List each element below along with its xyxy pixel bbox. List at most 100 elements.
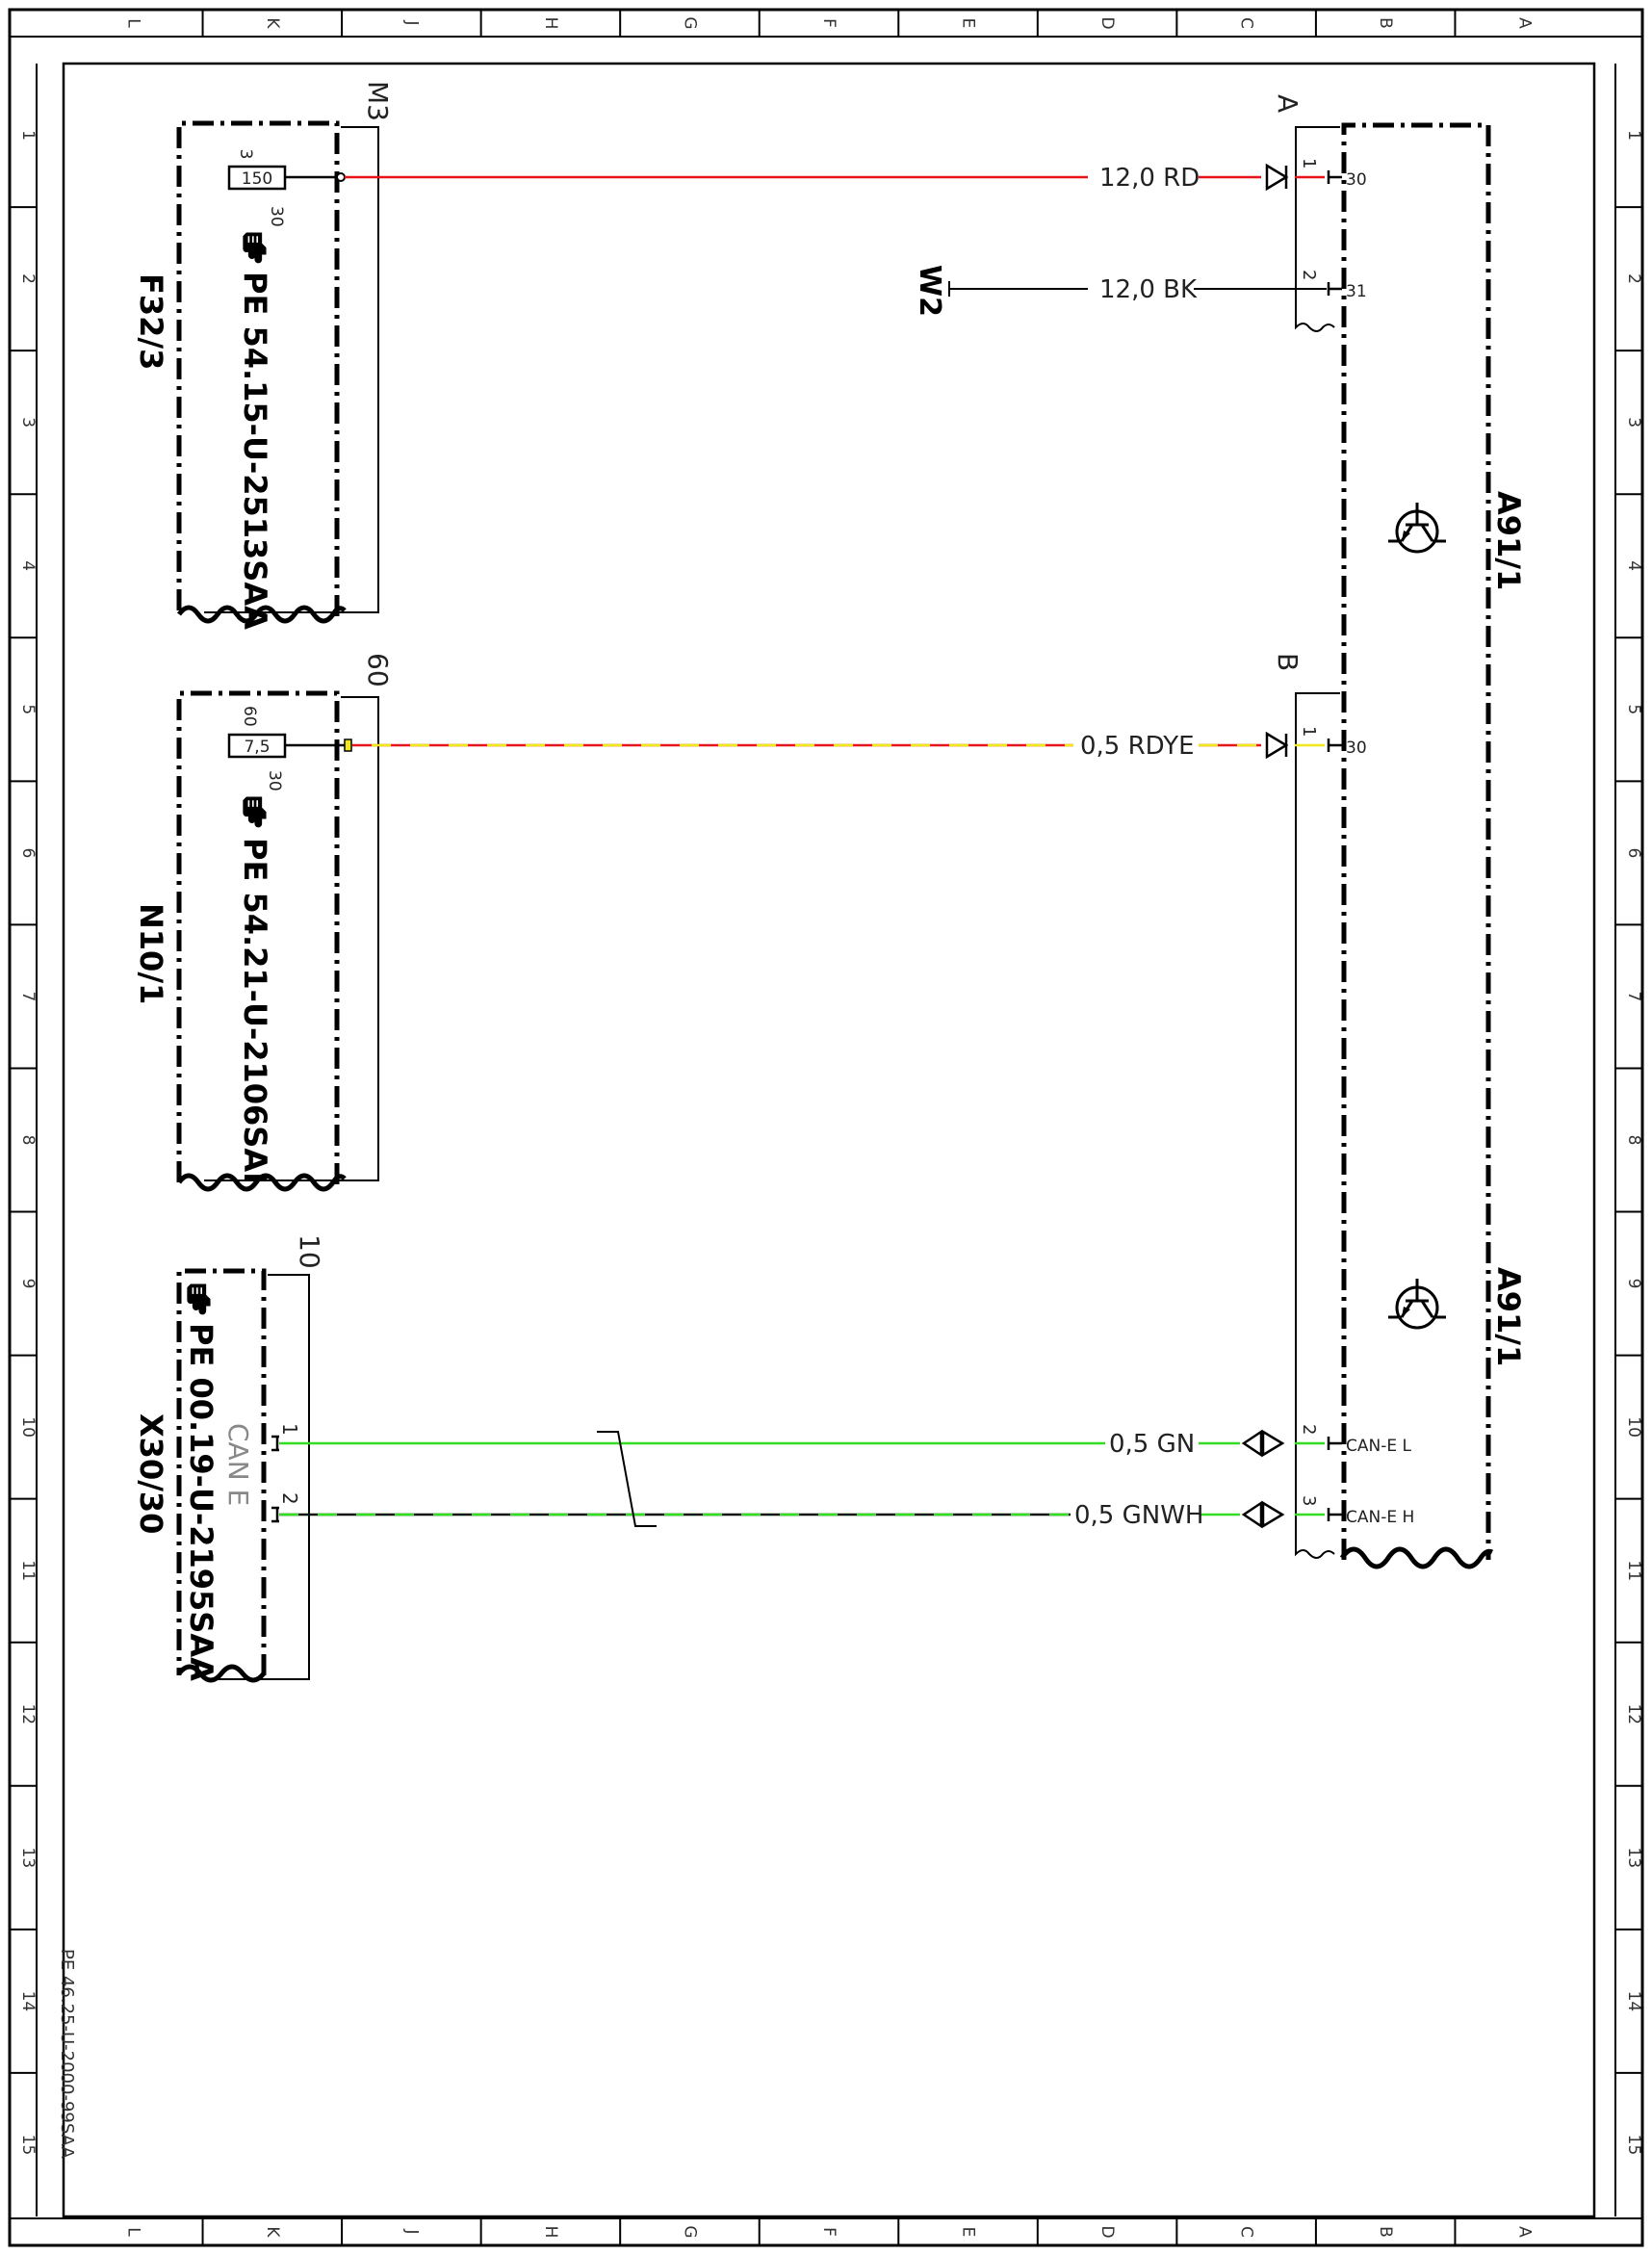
- row-label-right: 7: [1624, 992, 1643, 1002]
- reference-x30-30: PE 00.19-U-2195SAA: [183, 1323, 219, 1681]
- component-name-f32-3: F32/3: [133, 273, 169, 370]
- col-label-bottom: B: [1376, 2226, 1395, 2238]
- col-label-bottom: D: [1097, 2225, 1117, 2238]
- pin-number: 1: [1299, 726, 1319, 737]
- pin-label: 30: [1346, 739, 1367, 758]
- row-label-left: 15: [18, 2135, 38, 2156]
- x30-pins: 1 2: [271, 1423, 301, 1523]
- col-label-bottom: H: [541, 2226, 560, 2239]
- row-label-right: 14: [1624, 1991, 1643, 2012]
- row-label-right: 11: [1624, 1560, 1643, 1581]
- row-label-left: 4: [18, 560, 38, 571]
- row-label-right: 10: [1624, 1416, 1643, 1438]
- row-label-left: 9: [18, 1279, 38, 1289]
- fuse-pin-out: 30: [267, 206, 286, 227]
- row-label-left: 1: [18, 130, 38, 141]
- wire-0-5-gnwh: 0,5 GNWH: [279, 1500, 1325, 1530]
- ground-label: W2: [913, 265, 946, 317]
- can-e-label: CAN E: [222, 1423, 254, 1506]
- row-label-left: 3: [18, 417, 38, 428]
- pin-label: 30: [1346, 170, 1367, 190]
- wire-label: 0,5 GNWH: [1074, 1501, 1203, 1530]
- document-id: PE 46.25-U-2000-99SAA: [57, 1949, 77, 2159]
- wire-label: 12,0 RD: [1099, 164, 1200, 193]
- col-label-top: C: [1237, 17, 1256, 29]
- x30-30-box: [176, 1268, 310, 1683]
- pin-label: 31: [1346, 282, 1367, 301]
- transistor-icon: [1386, 1277, 1448, 1330]
- col-label-bottom: J: [401, 2228, 421, 2234]
- col-label-top: J: [401, 19, 421, 25]
- row-label-right: 1: [1624, 130, 1643, 141]
- pin-number: 2: [1299, 1424, 1319, 1435]
- row-label-left: 7: [18, 992, 38, 1002]
- wire-0-5-gn: 0,5 GN: [279, 1429, 1325, 1459]
- col-label-top: K: [263, 17, 282, 29]
- wire-0-5-rdye: 0,5 RDYE: [352, 731, 1325, 761]
- component-name-n10-1: N10/1: [133, 903, 169, 1004]
- reference-f32-3: PE 54.15-U-2513SAA: [237, 272, 273, 630]
- component-name-a91-1-top: A91/1: [1490, 491, 1527, 590]
- drawing-frame: [8, 8, 1644, 2247]
- row-label-right: 9: [1624, 1279, 1643, 1289]
- a91-1-box: [1295, 122, 1494, 1569]
- row-label-left: 8: [18, 1135, 38, 1146]
- hand-pointer-icon: [187, 1283, 211, 1315]
- row-label-right: 8: [1624, 1135, 1643, 1146]
- border-ticks: [10, 10, 1642, 2245]
- pin-number: 2: [1299, 270, 1319, 280]
- row-label-right: 3: [1624, 417, 1643, 428]
- col-label-bottom: K: [263, 2226, 282, 2238]
- row-label-left: 10: [18, 1416, 38, 1438]
- pin-number: 1: [278, 1423, 301, 1436]
- row-label-left: 2: [18, 273, 38, 284]
- row-label-right: 5: [1624, 704, 1643, 714]
- row-label-right: 12: [1624, 1703, 1643, 1724]
- fuse-pin-out: 30: [265, 770, 284, 791]
- fuse-7-5: 7,5 60 30: [227, 706, 352, 791]
- fuse-pin-in: 3: [236, 149, 255, 160]
- col-label-bottom: C: [1237, 2226, 1256, 2238]
- wire-label: 0,5 RDYE: [1080, 732, 1195, 761]
- row-label-left: 5: [18, 704, 38, 714]
- col-label-bottom: L: [123, 2227, 142, 2237]
- col-label-top: D: [1097, 16, 1117, 29]
- component-name-a91-1-bottom: A91/1: [1490, 1267, 1527, 1366]
- col-label-top: G: [680, 16, 699, 29]
- fuse-pin-in: 60: [240, 706, 259, 727]
- reference-n10-1: PE 54.21-U-2106SAI: [237, 838, 273, 1183]
- n10-1-box: [176, 690, 379, 1192]
- col-label-bottom: G: [680, 2225, 699, 2238]
- connector-label-a: A: [1272, 94, 1304, 113]
- wire-12-0-rd: 12,0 RD: [345, 163, 1325, 193]
- row-label-right: 4: [1624, 560, 1643, 571]
- row-label-right: 6: [1624, 847, 1643, 858]
- a91-pins: 1 30 2 31 1 30 2 CAN-E L 3 CAN-E H: [1299, 158, 1414, 1527]
- row-label-right: 2: [1624, 273, 1643, 284]
- row-label-left: 13: [18, 1848, 38, 1869]
- col-label-bottom: E: [959, 2227, 978, 2238]
- fuse-value: 150: [242, 169, 272, 189]
- connector-label-10: 10: [294, 1234, 325, 1269]
- fuse-value: 7,5: [244, 738, 270, 757]
- pin-number: 3: [1299, 1495, 1319, 1506]
- col-label-top: L: [123, 18, 142, 28]
- col-label-top: B: [1376, 17, 1395, 29]
- hand-pointer-icon: [243, 796, 267, 828]
- pin-number: 2: [278, 1492, 301, 1505]
- pin-label: CAN-E L: [1346, 1437, 1411, 1456]
- wire-label: 0,5 GN: [1109, 1430, 1195, 1459]
- fuse-150: 150 3 30: [227, 149, 346, 227]
- col-label-top: A: [1515, 17, 1535, 29]
- hand-pointer-icon: [243, 232, 267, 264]
- row-label-left: 14: [18, 1991, 38, 2012]
- row-label-right: 13: [1624, 1848, 1643, 1869]
- transistor-icon: [1386, 501, 1448, 554]
- connector-label-b: B: [1272, 653, 1304, 671]
- row-label-right: 15: [1624, 2135, 1643, 2156]
- wire-12-0-bk: 12,0 BK W2: [913, 265, 1327, 317]
- component-name-x30-30: X30/30: [133, 1413, 169, 1534]
- col-label-top: E: [959, 18, 978, 29]
- col-label-top: F: [819, 18, 839, 28]
